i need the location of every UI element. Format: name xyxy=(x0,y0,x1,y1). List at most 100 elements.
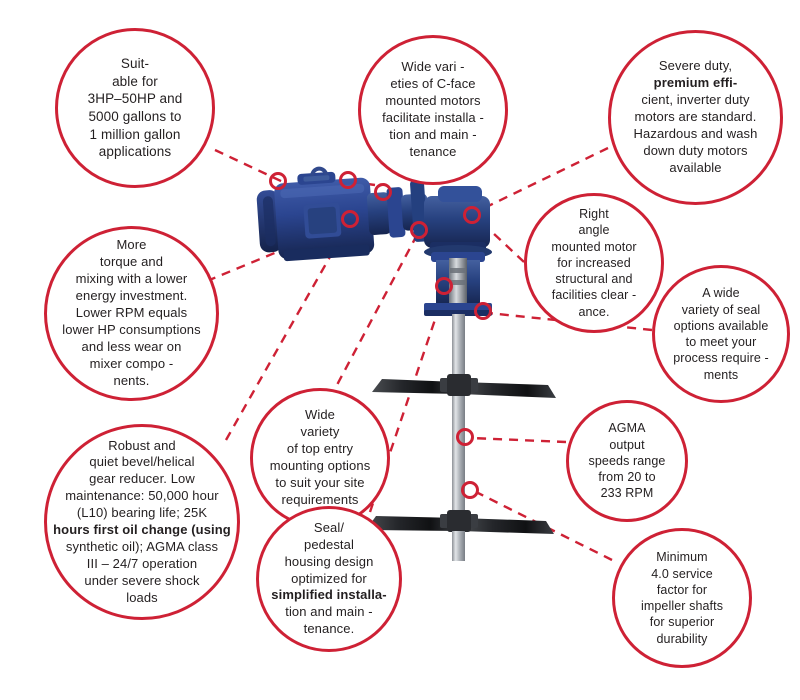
marker-shaft-lower xyxy=(461,481,479,499)
callout-line: facilities clear - xyxy=(551,288,637,303)
callout-line: AGMA xyxy=(608,421,646,436)
callout-line: torque and xyxy=(99,254,164,270)
marker-motor-top-right xyxy=(339,171,357,189)
callout-line: ance. xyxy=(578,304,610,319)
callout-line: impeller shafts xyxy=(640,599,724,613)
callout-line: able for xyxy=(112,73,158,89)
callout-line: motors are standard. xyxy=(634,109,757,125)
callout-line: mounted motor xyxy=(551,239,637,254)
callout-line: hours first oil change (using xyxy=(53,522,231,537)
callout-line: mixer compo - xyxy=(89,355,174,371)
callout-line: nents. xyxy=(113,372,150,388)
callout-line: Seal/ xyxy=(313,519,345,535)
leader-severe-duty xyxy=(477,146,609,213)
callout-line: and less wear on xyxy=(81,338,182,354)
callout-line: facilitate installa - xyxy=(382,110,484,125)
callout-line: simplified installa- xyxy=(271,587,387,603)
callout-line: variety of seal xyxy=(681,302,761,317)
callout-line: (L10) bearing life; 25K xyxy=(76,505,208,521)
callout-line: for increased xyxy=(557,255,631,270)
callout-line: options available xyxy=(673,318,769,333)
callout-line: applications xyxy=(98,144,172,160)
callout-line: lower HP consumptions xyxy=(62,321,201,337)
callout-line: of top entry xyxy=(286,441,354,457)
callout-line: process require - xyxy=(673,351,769,366)
callout-line: speeds range xyxy=(588,453,666,468)
callout-line: eties of C-face xyxy=(390,76,476,92)
callout-line: A wide xyxy=(702,286,740,301)
callout-line: variety xyxy=(300,424,340,440)
callout-line: under severe shock xyxy=(84,572,200,588)
callout-line: for superior xyxy=(649,615,715,630)
callout-severe-duty-motors[interactable]: Severe duty,premium effi-cient, inverter… xyxy=(608,30,783,205)
callout-line: Suit- xyxy=(120,56,150,72)
callout-line: Wide xyxy=(304,407,336,423)
callout-line: pedestal xyxy=(304,536,354,552)
callout-line: maintenance: 50,000 hour xyxy=(65,488,219,504)
callout-line: quiet bevel/helical xyxy=(89,454,195,470)
callout-line: from 20 to xyxy=(598,470,656,485)
callout-line: synthetic oil); AGMA class xyxy=(65,538,219,554)
marker-right-angle-drive xyxy=(463,206,481,224)
callout-line: 3HP–50HP and xyxy=(87,91,183,107)
callout-line: loads xyxy=(126,589,158,605)
callout-line: available xyxy=(669,159,722,175)
callout-suitable-for[interactable]: Suit-able for 3HP–50HP and 5000 gallons to… xyxy=(55,28,215,188)
callout-line: angle xyxy=(578,223,610,238)
callout-line: tenance xyxy=(409,143,457,159)
marker-gearbox xyxy=(410,221,428,239)
callout-line: Wide vari - xyxy=(401,59,465,75)
callout-line: III – 24/7 operation xyxy=(86,555,198,571)
callout-line: requirements xyxy=(281,491,359,507)
callout-line: output xyxy=(609,437,645,452)
callout-line: 233 RPM xyxy=(600,486,654,501)
callout-line: 5000 gallons to xyxy=(88,109,182,124)
callout-line: to suit your site xyxy=(275,474,365,490)
callout-line: Robust and xyxy=(108,437,176,453)
marker-motor-body xyxy=(341,210,359,228)
callout-line: Lower RPM equals xyxy=(75,305,188,321)
callout-line: housing design xyxy=(284,553,374,569)
marker-motor-top-left xyxy=(269,172,287,190)
callout-line: gear reducer. Low xyxy=(89,471,195,487)
callout-line: Right xyxy=(579,207,609,222)
callout-line: energy investment. xyxy=(75,288,188,304)
marker-adapter xyxy=(374,183,392,201)
callout-line: 4.0 service xyxy=(651,566,713,581)
callout-text: Suit-able for 3HP–50HP and 5000 gallons to… xyxy=(82,55,189,160)
callout-line: tion and main - xyxy=(389,126,477,142)
callout-line: premium effi- xyxy=(653,75,738,91)
callout-line: mounting options xyxy=(269,458,371,473)
callout-line: tion and main - xyxy=(285,604,373,620)
callout-line: factor for xyxy=(656,582,708,597)
callout-line: ments xyxy=(703,367,739,382)
callout-line: 1 million gallon xyxy=(89,126,181,142)
callout-line: Hazardous and wash xyxy=(633,125,758,141)
callout-line: structural and xyxy=(555,272,633,287)
callout-line: tenance. xyxy=(303,621,355,637)
callout-line: cient, inverter duty xyxy=(641,92,750,108)
marker-flange xyxy=(474,302,492,320)
leader-suitable-for xyxy=(214,148,284,184)
callout-text: Severe duty,premium effi-cient, inverter… xyxy=(628,58,764,176)
callout-line: More xyxy=(116,237,147,253)
marker-pedestal-left xyxy=(435,277,453,295)
